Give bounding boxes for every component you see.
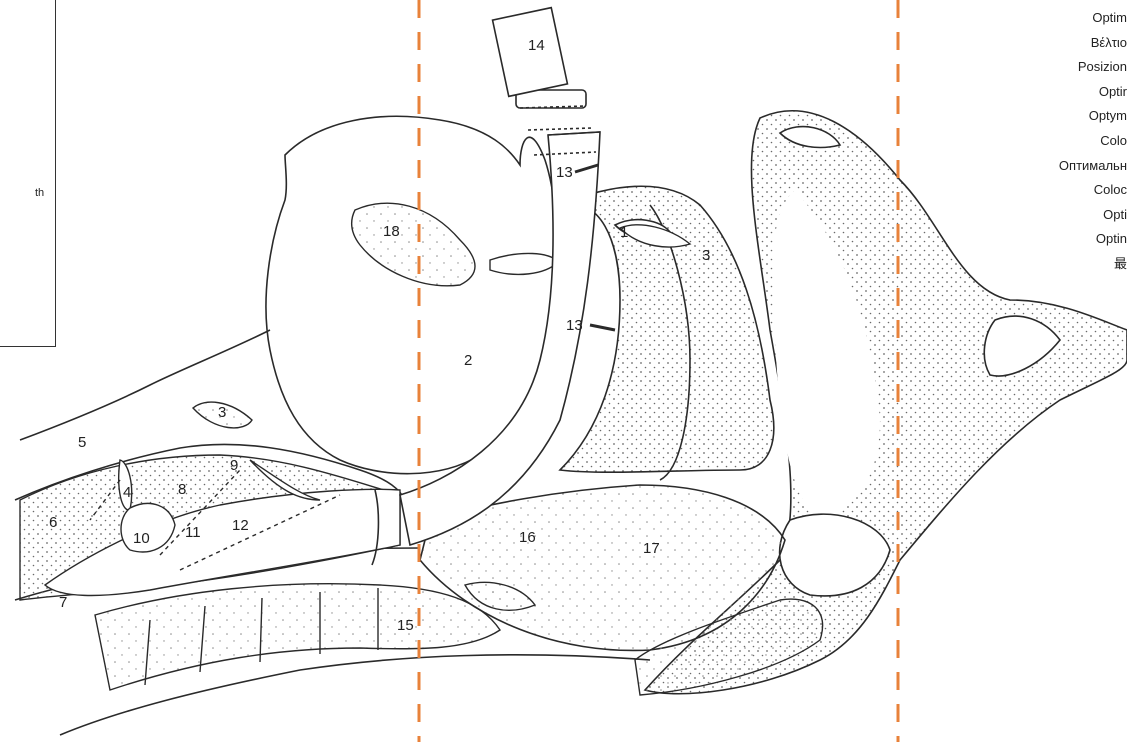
language-item[interactable]: Optym (1007, 104, 1127, 129)
label-18: 18 (383, 223, 400, 240)
legend-panel: th (0, 0, 56, 347)
language-item[interactable]: Coloc (1007, 178, 1127, 203)
language-item[interactable]: Оптимальн (1007, 154, 1127, 179)
language-item[interactable]: Optir (1007, 80, 1127, 105)
language-item[interactable]: Optin (1007, 227, 1127, 252)
label-5: 5 (78, 434, 86, 451)
language-item[interactable]: Opti (1007, 203, 1127, 228)
label-2: 2 (464, 352, 472, 369)
label-15: 15 (397, 617, 414, 634)
label-3-upper: 3 (218, 404, 226, 421)
label-9: 9 (230, 457, 238, 474)
legend-text-fragment: th (35, 187, 44, 199)
label-6: 6 (49, 514, 57, 531)
larynx-area (20, 455, 400, 600)
label-11: 11 (185, 524, 201, 541)
language-item[interactable]: Optim (1007, 6, 1127, 31)
language-item[interactable]: 最 (1007, 252, 1127, 277)
label-7: 7 (59, 594, 67, 611)
language-item[interactable]: Βέλτιο (1007, 31, 1127, 56)
language-item[interactable]: Posizion (1007, 55, 1127, 80)
label-16: 16 (519, 529, 536, 546)
label-13-lower: 13 (566, 317, 583, 334)
label-10: 10 (133, 530, 150, 547)
label-8: 8 (178, 481, 186, 498)
label-14: 14 (528, 37, 545, 54)
language-list: Optim Βέλτιο Posizion Optir Optym Colo О… (1007, 6, 1127, 277)
label-3-lower: 3 (702, 247, 710, 264)
language-item[interactable]: Colo (1007, 129, 1127, 154)
label-13-upper: 13 (556, 164, 573, 181)
label-4: 4 (123, 484, 131, 501)
label-1: 1 (620, 224, 628, 241)
label-17: 17 (643, 540, 660, 557)
label-12: 12 (232, 517, 249, 534)
